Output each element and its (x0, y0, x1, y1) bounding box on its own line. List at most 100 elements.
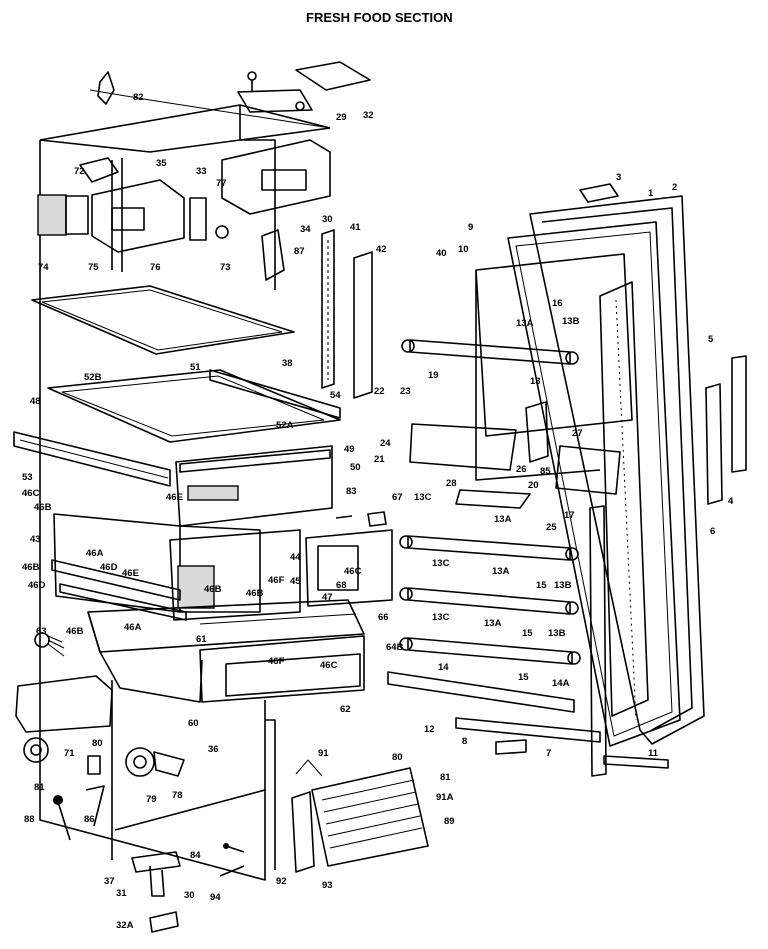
door-assembly (335, 183, 747, 777)
callout-46F-b: 46F (268, 656, 285, 667)
callout-22: 22 (374, 386, 385, 397)
callout-79: 79 (146, 794, 157, 805)
callout-7: 7 (546, 748, 551, 759)
callout-26: 26 (516, 464, 527, 475)
callout-29: 29 (336, 112, 347, 123)
callout-13B-a: 13B (562, 316, 580, 327)
callout-3: 3 (616, 172, 621, 183)
callout-46C-a: 46C (22, 488, 40, 499)
callout-31: 31 (116, 888, 127, 899)
callout-77: 77 (216, 178, 227, 189)
callout-91: 91 (318, 748, 329, 759)
crisper-assembly (13, 369, 393, 703)
callout-46F-a: 46F (268, 575, 285, 586)
callout-50: 50 (350, 462, 361, 473)
callout-46C-c: 46C (344, 566, 362, 577)
callout-38: 38 (282, 358, 293, 369)
callout-41: 41 (350, 222, 361, 233)
callout-1: 1 (648, 188, 654, 199)
callout-73: 73 (220, 262, 231, 273)
callout-46B-b: 46B (22, 562, 40, 573)
callout-36: 36 (208, 744, 219, 755)
callout-84: 84 (190, 850, 201, 861)
callout-72: 72 (74, 166, 85, 177)
callout-8: 8 (462, 736, 467, 747)
callout-21: 21 (374, 454, 385, 465)
callout-23: 23 (400, 386, 411, 397)
callout-32: 32 (363, 110, 374, 121)
callout-14: 14 (438, 662, 449, 673)
callout-13A-c: 13A (492, 566, 510, 577)
callout-49: 49 (344, 444, 355, 455)
callout-44: 44 (290, 552, 301, 563)
callout-80a: 80 (92, 738, 103, 749)
callout-52B: 52B (84, 372, 102, 383)
callout-17: 17 (564, 510, 575, 521)
callout-40: 40 (436, 248, 447, 259)
callout-76: 76 (150, 262, 161, 273)
callout-13B-c: 13B (548, 628, 566, 639)
callout-71: 71 (64, 748, 75, 759)
diagram-title: FRESH FOOD SECTION (306, 10, 453, 25)
callout-46D-a: 46D (100, 562, 118, 573)
top-parts (31, 61, 373, 399)
callout-20: 20 (528, 480, 539, 491)
callout-62: 62 (340, 704, 351, 715)
callout-60: 60 (188, 718, 199, 729)
callout-13-a: 13 (530, 376, 541, 387)
callout-5: 5 (708, 334, 714, 345)
callout-61: 61 (196, 634, 207, 645)
callout-2: 2 (672, 182, 677, 193)
callout-13C-b: 13C (432, 558, 450, 569)
heater-coil (291, 759, 429, 873)
callout-13A-b: 13A (494, 514, 512, 525)
callout-32A: 32A (116, 920, 134, 931)
callout-46A-b: 46A (124, 622, 142, 633)
callout-46B-d: 46B (66, 626, 84, 637)
callout-43: 43 (30, 534, 41, 545)
callout-80b: 80 (392, 752, 403, 763)
callout-87: 87 (294, 246, 305, 257)
callout-86: 86 (84, 814, 95, 825)
callout-46E-a: 46E (166, 492, 183, 503)
callout-46A-a: 46A (86, 548, 104, 559)
callout-30a: 30 (322, 214, 333, 225)
callout-9: 9 (468, 222, 473, 233)
callout-66: 66 (378, 612, 389, 623)
callout-19: 19 (428, 370, 439, 381)
callout-53: 53 (22, 472, 33, 483)
callout-81a: 81 (34, 782, 45, 793)
callout-45: 45 (290, 576, 301, 587)
callout-4: 4 (728, 496, 734, 507)
callout-14A: 14A (552, 678, 570, 689)
callout-16: 16 (552, 298, 563, 309)
callout-47: 47 (322, 592, 333, 603)
callout-15a: 15 (536, 580, 547, 591)
callout-6: 6 (710, 526, 715, 537)
callout-74: 74 (38, 262, 49, 273)
callout-13A-d: 13A (484, 618, 502, 629)
callout-25: 25 (546, 522, 557, 533)
callout-42: 42 (376, 244, 387, 255)
callout-15b: 15 (522, 628, 533, 639)
cabinet-frame (39, 89, 331, 881)
callout-52A: 52A (276, 420, 294, 431)
callout-46B-a: 46B (34, 502, 52, 513)
callout-92: 92 (276, 876, 287, 887)
callout-13B-b: 13B (554, 580, 572, 591)
callout-13C-c: 13C (432, 612, 450, 623)
callout-78: 78 (172, 790, 183, 801)
callout-91A: 91A (436, 792, 454, 803)
callout-82: 82 (133, 92, 144, 103)
callout-85: 85 (540, 466, 551, 477)
callout-67: 67 (392, 492, 403, 503)
callout-81b: 81 (440, 772, 451, 783)
callout-63: 63 (36, 626, 47, 637)
callout-30b: 30 (184, 890, 195, 901)
callout-28: 28 (446, 478, 457, 489)
callout-13C-a: 13C (414, 492, 432, 503)
callout-93: 93 (322, 880, 333, 891)
callout-51: 51 (190, 362, 201, 373)
callout-68: 68 (336, 580, 347, 591)
